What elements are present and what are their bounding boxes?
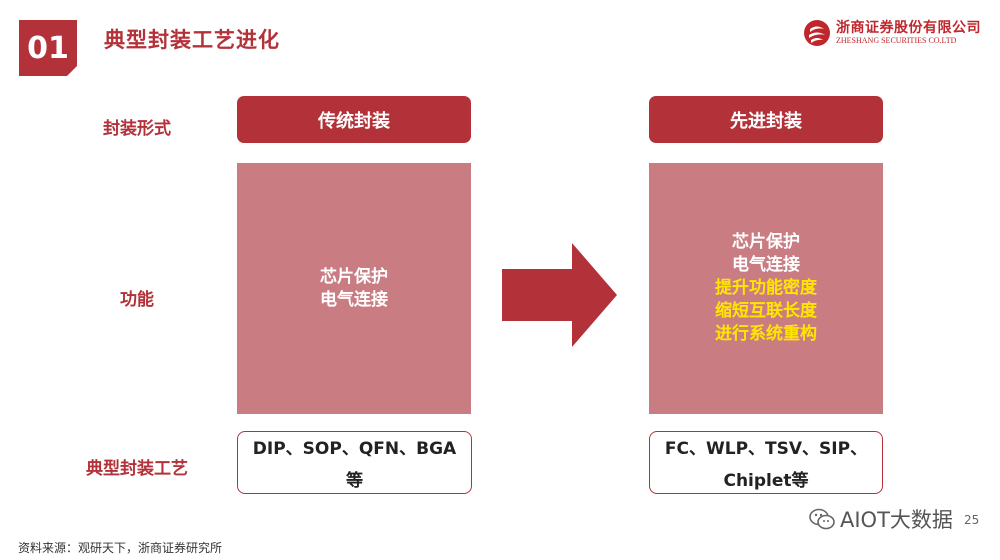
- traditional-process-box: DIP、SOP、QFN、BGA 等: [237, 431, 472, 494]
- traditional-header: 传统封装: [237, 96, 471, 143]
- company-logo: 浙商证券股份有限公司 ZHESHANG SECURITIES CO.LTD: [800, 16, 981, 50]
- logo-company-name: 浙商证券股份有限公司: [836, 20, 981, 36]
- page-number: 25: [964, 513, 980, 527]
- section-number-badge: 01: [19, 20, 78, 77]
- traditional-function-item: 电气连接: [320, 289, 388, 310]
- logo-emblem-icon: [804, 20, 830, 46]
- advanced-function-item: 电气连接: [732, 255, 800, 275]
- row-label-function: 功能: [120, 290, 154, 310]
- traditional-function-item: 芯片保护: [320, 266, 388, 287]
- advanced-function-item: 提升功能密度: [715, 278, 817, 298]
- logo-company-subtitle: ZHESHANG SECURITIES CO.LTD: [836, 36, 957, 45]
- advanced-function-box: 芯片保护电气连接提升功能密度缩短互联长度进行系统重构: [649, 163, 883, 414]
- wechat-icon: [809, 508, 835, 530]
- watermark-text: AIOT大数据: [840, 508, 953, 532]
- traditional-process-line: DIP、SOP、QFN、BGA: [252, 439, 457, 459]
- traditional-process-line: 等: [346, 471, 363, 491]
- advanced-function-item: 缩短互联长度: [715, 301, 817, 321]
- advanced-function-item: 芯片保护: [732, 232, 800, 252]
- row-label-form: 封装形式: [103, 119, 171, 139]
- right-arrow-icon: [502, 243, 617, 347]
- advanced-process-line: FC、WLP、TSV、SIP、: [664, 439, 868, 459]
- traditional-function-box: 芯片保护电气连接: [237, 163, 471, 414]
- advanced-process-box: FC、WLP、TSV、SIP、 Chiplet等: [649, 431, 883, 494]
- watermark: AIOT大数据: [808, 504, 953, 534]
- source-note: 资料来源：观研天下，浙商证券研究所: [18, 541, 223, 555]
- advanced-header: 先进封装: [649, 96, 883, 143]
- advanced-process-line: Chiplet等: [723, 471, 809, 491]
- page-title: 典型封装工艺进化: [104, 28, 280, 52]
- row-label-process: 典型封装工艺: [86, 459, 188, 479]
- advanced-function-item: 进行系统重构: [715, 324, 817, 344]
